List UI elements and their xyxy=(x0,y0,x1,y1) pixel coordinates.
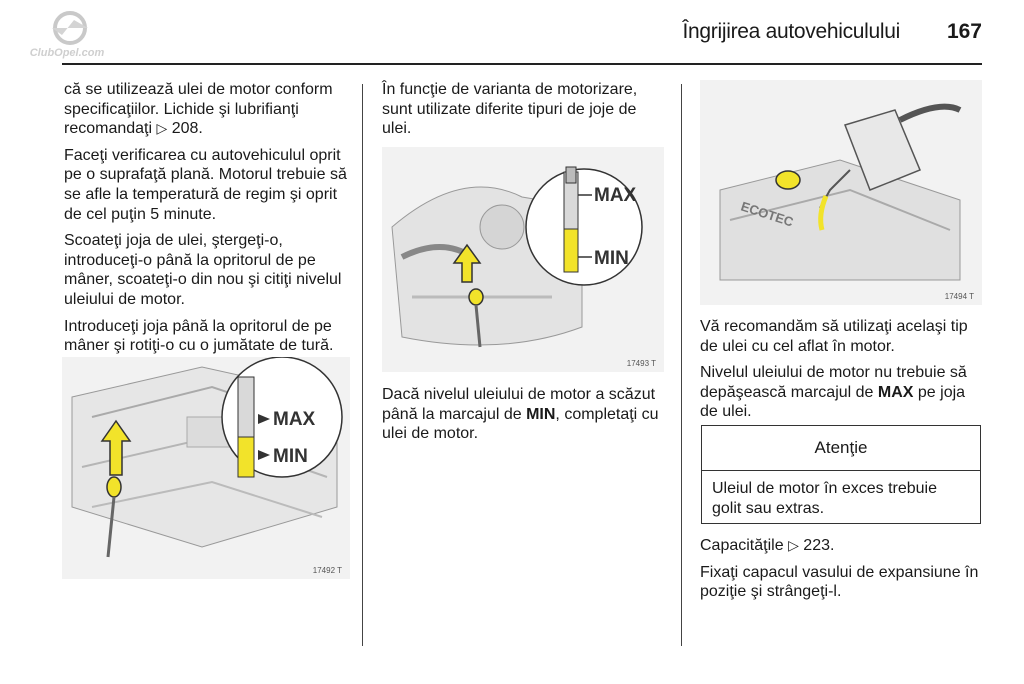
column-3-lower: Capacităţile ▷ 223. Fixaţi capacul vasul… xyxy=(700,536,985,609)
max-label: MAX xyxy=(594,185,637,206)
warning-box: Atenţie Uleiul de motor în exces trebuie… xyxy=(701,425,981,524)
paragraph: Faceţi verificarea cu autovehiculul opri… xyxy=(64,146,347,223)
paragraph: Capacităţile ▷ 223. xyxy=(700,537,835,554)
warning-title: Atenţie xyxy=(702,426,980,471)
paragraph: Scoateţi joja de ulei, ştergeţi-o, intro… xyxy=(64,232,342,308)
paragraph: Nivelul uleiului de motor nu trebuie să … xyxy=(700,364,967,421)
page-reference[interactable]: 223. xyxy=(803,537,835,554)
column-3: Vă recomandăm să utilizaţi acelaşi tip d… xyxy=(700,317,985,429)
column-divider xyxy=(362,84,363,646)
page-number: 167 xyxy=(946,20,982,43)
min-label: MIN xyxy=(594,248,629,269)
column-2-lower: Dacă nivelul uleiului de motor a scăzut … xyxy=(382,385,666,451)
column-1: că se utilizează ulei de motor conform s… xyxy=(64,80,350,363)
figure-number: 17492 T xyxy=(312,566,342,575)
figure-oil-filling: ECOTEC 17494 T xyxy=(700,80,982,305)
column-2: În funcţie de varianta de motorizare, su… xyxy=(382,80,666,146)
paragraph: Dacă nivelul uleiului de motor a scăzut … xyxy=(382,386,659,443)
warning-body: Uleiul de motor în exces trebuie golit s… xyxy=(712,480,937,517)
figure-dipstick-engine-1: MAX MIN 17492 T xyxy=(62,357,350,579)
paragraph: În funcţie de varianta de motorizare, su… xyxy=(382,81,638,138)
logo-text: ClubOpel.com xyxy=(30,47,105,59)
column-divider xyxy=(681,84,682,646)
figure-number: 17493 T xyxy=(626,359,656,368)
paragraph: că se utilizează ulei de motor conform s… xyxy=(64,81,333,138)
paragraph: Fixaţi capacul vasului de expansiune în … xyxy=(700,563,979,601)
club-opel-logo: ClubOpel.com xyxy=(12,8,122,62)
max-label: MAX xyxy=(273,409,316,430)
pull-up-arrow-icon xyxy=(452,243,482,283)
arrow-reference-icon: ▷ xyxy=(156,120,168,137)
page-title: Îngrijirea autovehiculului xyxy=(682,20,901,43)
pull-up-arrow-icon xyxy=(100,419,132,476)
paragraph: Vă recomandăm să utilizaţi acelaşi tip d… xyxy=(700,318,968,355)
page-reference[interactable]: 208. xyxy=(171,120,203,138)
arrow-reference-icon: ▷ xyxy=(788,537,799,553)
header-divider xyxy=(62,63,982,65)
figure-number: 17494 T xyxy=(944,292,974,301)
min-label: MIN xyxy=(273,446,308,467)
figure-dipstick-engine-2: MAX MIN 17493 T xyxy=(382,147,664,372)
paragraph: Introduceţi joja până la opritorul de pe… xyxy=(64,317,334,355)
